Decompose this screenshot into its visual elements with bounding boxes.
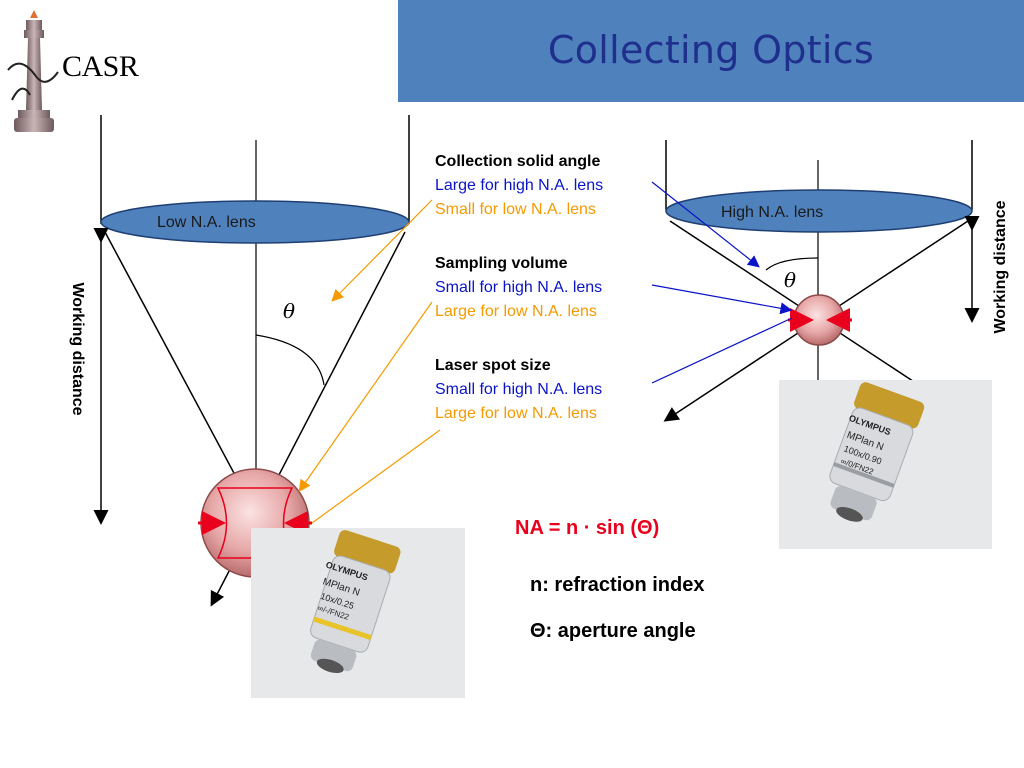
note-high-na: Small for high N.A. lens [435,279,603,296]
title-banner [398,0,1024,102]
note-laser-spot-size: Laser spot size Small for high N.A. lens… [435,354,602,426]
right-lens-diagram [663,140,980,422]
n-definition: n: refraction index [530,574,705,596]
page-title: Collecting Optics [547,28,875,72]
left-lens-diagram [93,115,410,607]
objective-photo-right [779,380,992,549]
chess-logo-icon [7,10,59,132]
note-heading: Laser spot size [435,357,551,374]
note-high-na: Large for high N.A. lens [435,177,604,194]
high-na-lens-label: High N.A. lens [721,204,824,221]
note-low-na: Large for low N.A. lens [435,303,597,320]
logo-text: CASR [62,50,139,83]
left-theta-symbol: θ [283,299,296,323]
low-na-lens [100,200,410,244]
high-na-lens [665,189,973,233]
note-sampling-volume: Sampling volume Small for high N.A. lens… [435,252,602,324]
note-low-na: Large for low N.A. lens [435,405,597,422]
left-working-distance-label: Working distance [69,282,86,416]
note-collection-solid-angle: Collection solid angle Large for high N.… [435,150,603,222]
note-high-na: Small for high N.A. lens [435,381,603,398]
theta-definition: Θ: aperture angle [530,620,696,642]
note-heading: Collection solid angle [435,153,601,170]
low-na-lens-label: Low N.A. lens [157,214,256,231]
note-heading: Sampling volume [435,255,568,272]
objective-photo-left [251,528,465,698]
note-low-na: Small for low N.A. lens [435,201,596,218]
right-working-distance-label: Working distance [992,200,1009,334]
na-formula: NA = n · sin (Θ) [515,517,660,539]
right-theta-symbol: θ [784,268,797,292]
